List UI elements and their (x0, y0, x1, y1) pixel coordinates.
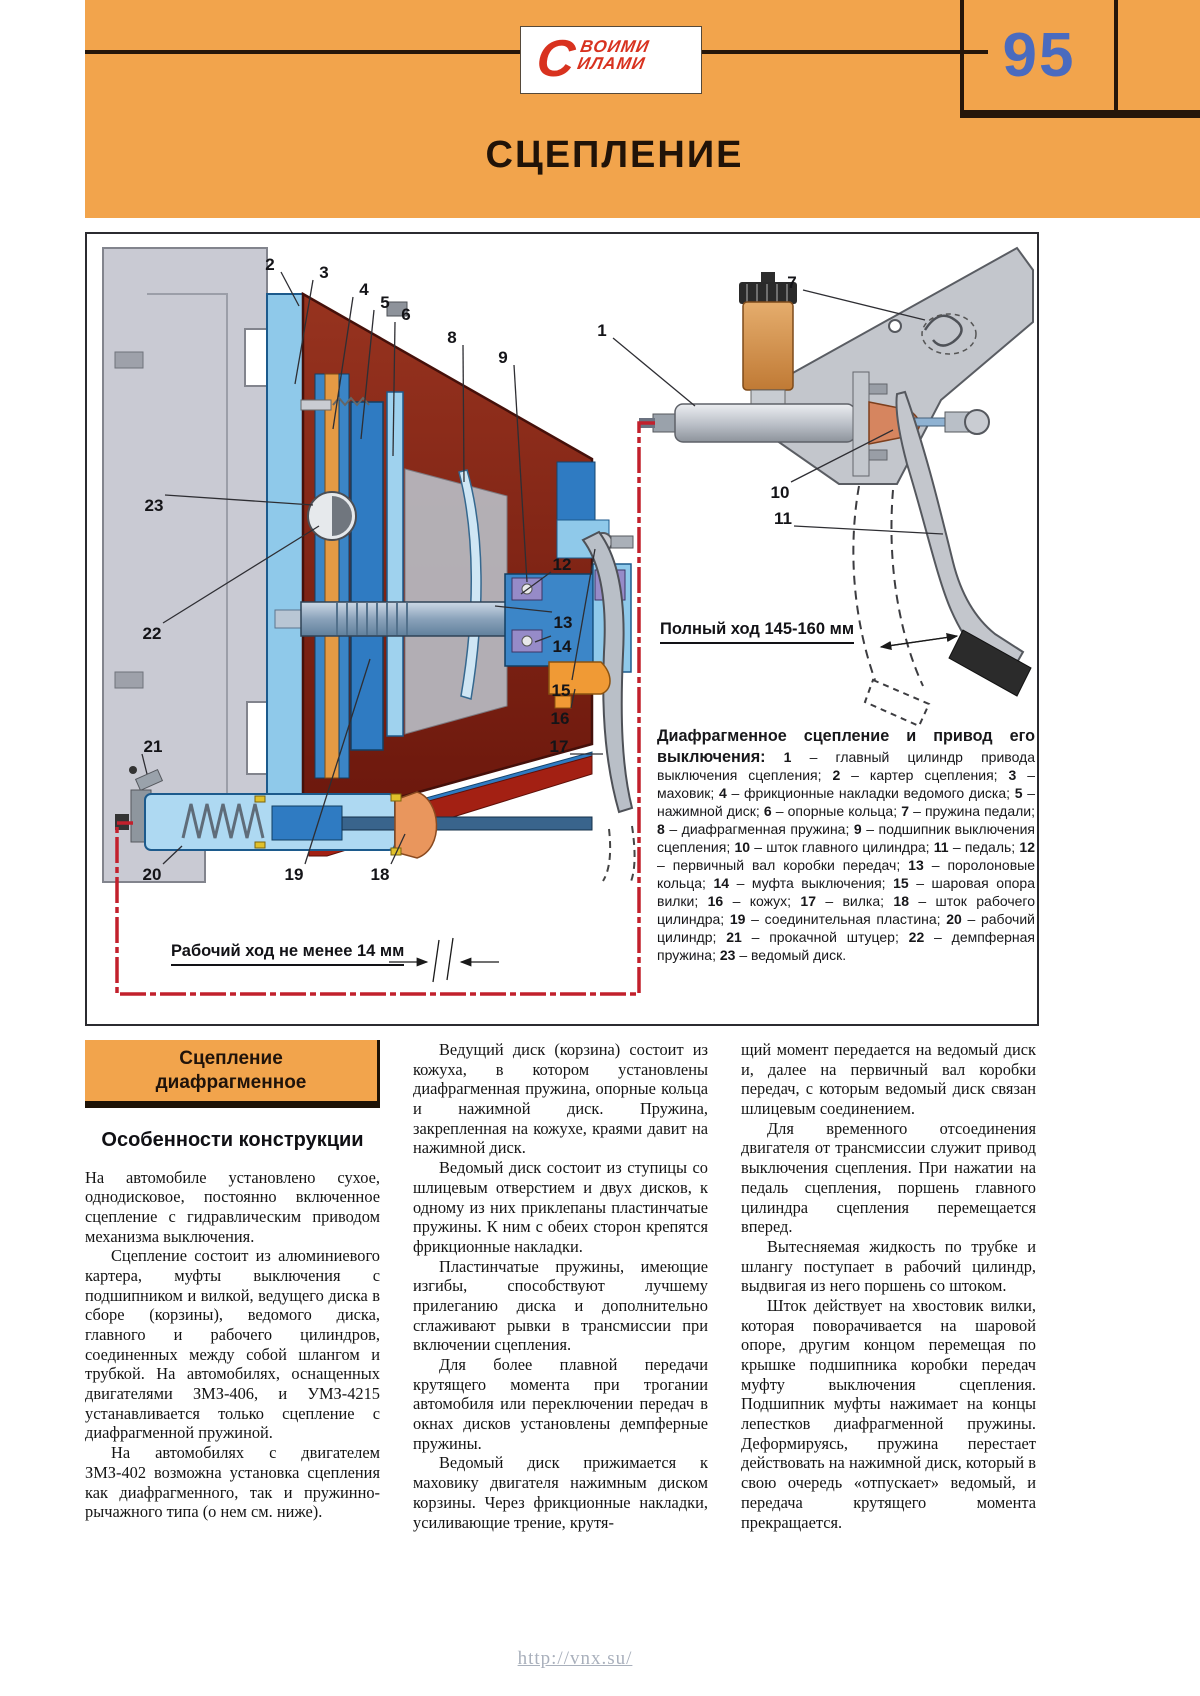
paragraph: На автомобиле установлено сухое, однодис… (85, 1167, 380, 1246)
figure-caption-body: 1 – главный цилиндр привода выключения с… (657, 748, 1036, 963)
paragraph: Пластинчатые пружины, имеющие изгибы, сп… (413, 1256, 708, 1355)
page-number: 95 (1002, 20, 1076, 90)
paragraph: На автомобилях с двигателем ЗМЗ-402 возм… (85, 1443, 380, 1522)
header-thick-bar (960, 110, 1200, 118)
logo-words: ВОИМИ ИЛАМИ (576, 37, 651, 73)
svg-text:11: 11 (774, 509, 792, 528)
paragraph: Вытесняемая жидкость по трубке и шлангу … (741, 1236, 1036, 1296)
svg-text:12: 12 (553, 555, 572, 574)
header-rule-left (85, 50, 520, 54)
svg-text:9: 9 (498, 348, 507, 367)
svg-text:7: 7 (787, 273, 796, 292)
svg-text:5: 5 (380, 293, 389, 312)
footer-link[interactable]: http://vnx.su/ (517, 1648, 633, 1669)
paragraph: Сцепление состоит из алюминиевого картер… (85, 1246, 380, 1443)
svg-text:4: 4 (359, 280, 369, 299)
slave-cylinder (115, 766, 593, 859)
figure-caption-title: Диафрагменное сцепление и привод его вык… (657, 727, 1035, 766)
svg-text:14: 14 (553, 637, 572, 656)
svg-text:16: 16 (551, 709, 570, 728)
column-middle: Ведущий диск (корзина) состоит из кожуха… (413, 1040, 708, 1532)
publisher-logo: С ВОИМИ ИЛАМИ (520, 26, 702, 94)
header-rule-right (700, 50, 988, 54)
hydraulic-line (115, 421, 655, 996)
svg-text:17: 17 (550, 737, 569, 756)
dimension-arrows (389, 632, 959, 983)
section-heading: Особенности конструкции (101, 1128, 364, 1151)
svg-text:3: 3 (319, 263, 328, 282)
svg-text:6: 6 (401, 305, 410, 324)
svg-text:8: 8 (447, 328, 456, 347)
svg-text:1: 1 (597, 321, 606, 340)
svg-text:21: 21 (144, 737, 163, 756)
section-box: Сцепление диафрагменное (85, 1040, 380, 1108)
footer: http://vnx.su/ (0, 1648, 1150, 1670)
paragraph: Ведомый диск прижимается к маховику двиг… (413, 1453, 708, 1532)
svg-text:13: 13 (554, 613, 573, 632)
page-title: СЦЕПЛЕНИЕ (485, 134, 744, 176)
svg-text:20: 20 (143, 865, 162, 884)
paragraph: Ведущий диск (корзина) состоит из кожуха… (413, 1040, 708, 1158)
svg-text:19: 19 (285, 865, 304, 884)
paragraph: Ведомый диск состоит из ступицы со шлице… (413, 1158, 708, 1256)
article-columns: Сцепление диафрагменное Особенности конс… (85, 1040, 1037, 1532)
column-right: щий момент передается на ведомый диск и,… (741, 1040, 1036, 1532)
svg-text:23: 23 (145, 496, 164, 515)
svg-text:15: 15 (552, 681, 571, 700)
pedal-and-master-cylinder (639, 246, 1034, 728)
paragraph: Шток действует на хвостовик вилки, котор… (741, 1295, 1036, 1532)
svg-text:10: 10 (771, 483, 790, 502)
column-left: Сцепление диафрагменное Особенности конс… (85, 1040, 380, 1532)
paragraph: щий момент передается на ведомый диск и,… (741, 1040, 1036, 1119)
header-band: С ВОИМИ ИЛАМИ 95 СЦЕПЛЕНИЕ (85, 0, 1200, 218)
engine-block (102, 247, 268, 883)
logo-letter: С (533, 30, 578, 88)
full-stroke-label: Полный ход 145-160 мм (660, 620, 855, 644)
figure-caption: Диафрагменное сцепление и привод его вык… (657, 726, 1035, 964)
clutch-assembly (266, 291, 636, 885)
svg-text:2: 2 (265, 255, 274, 274)
svg-text:22: 22 (143, 624, 162, 643)
svg-text:18: 18 (371, 865, 390, 884)
page-number-box: 95 (960, 0, 1118, 110)
paragraph: Для более плавной передачи крутящего мом… (413, 1355, 708, 1453)
paragraph: Для временного отсоединения двигателя от… (741, 1118, 1036, 1237)
working-stroke-label: Рабочий ход не менее 14 мм (171, 942, 405, 966)
